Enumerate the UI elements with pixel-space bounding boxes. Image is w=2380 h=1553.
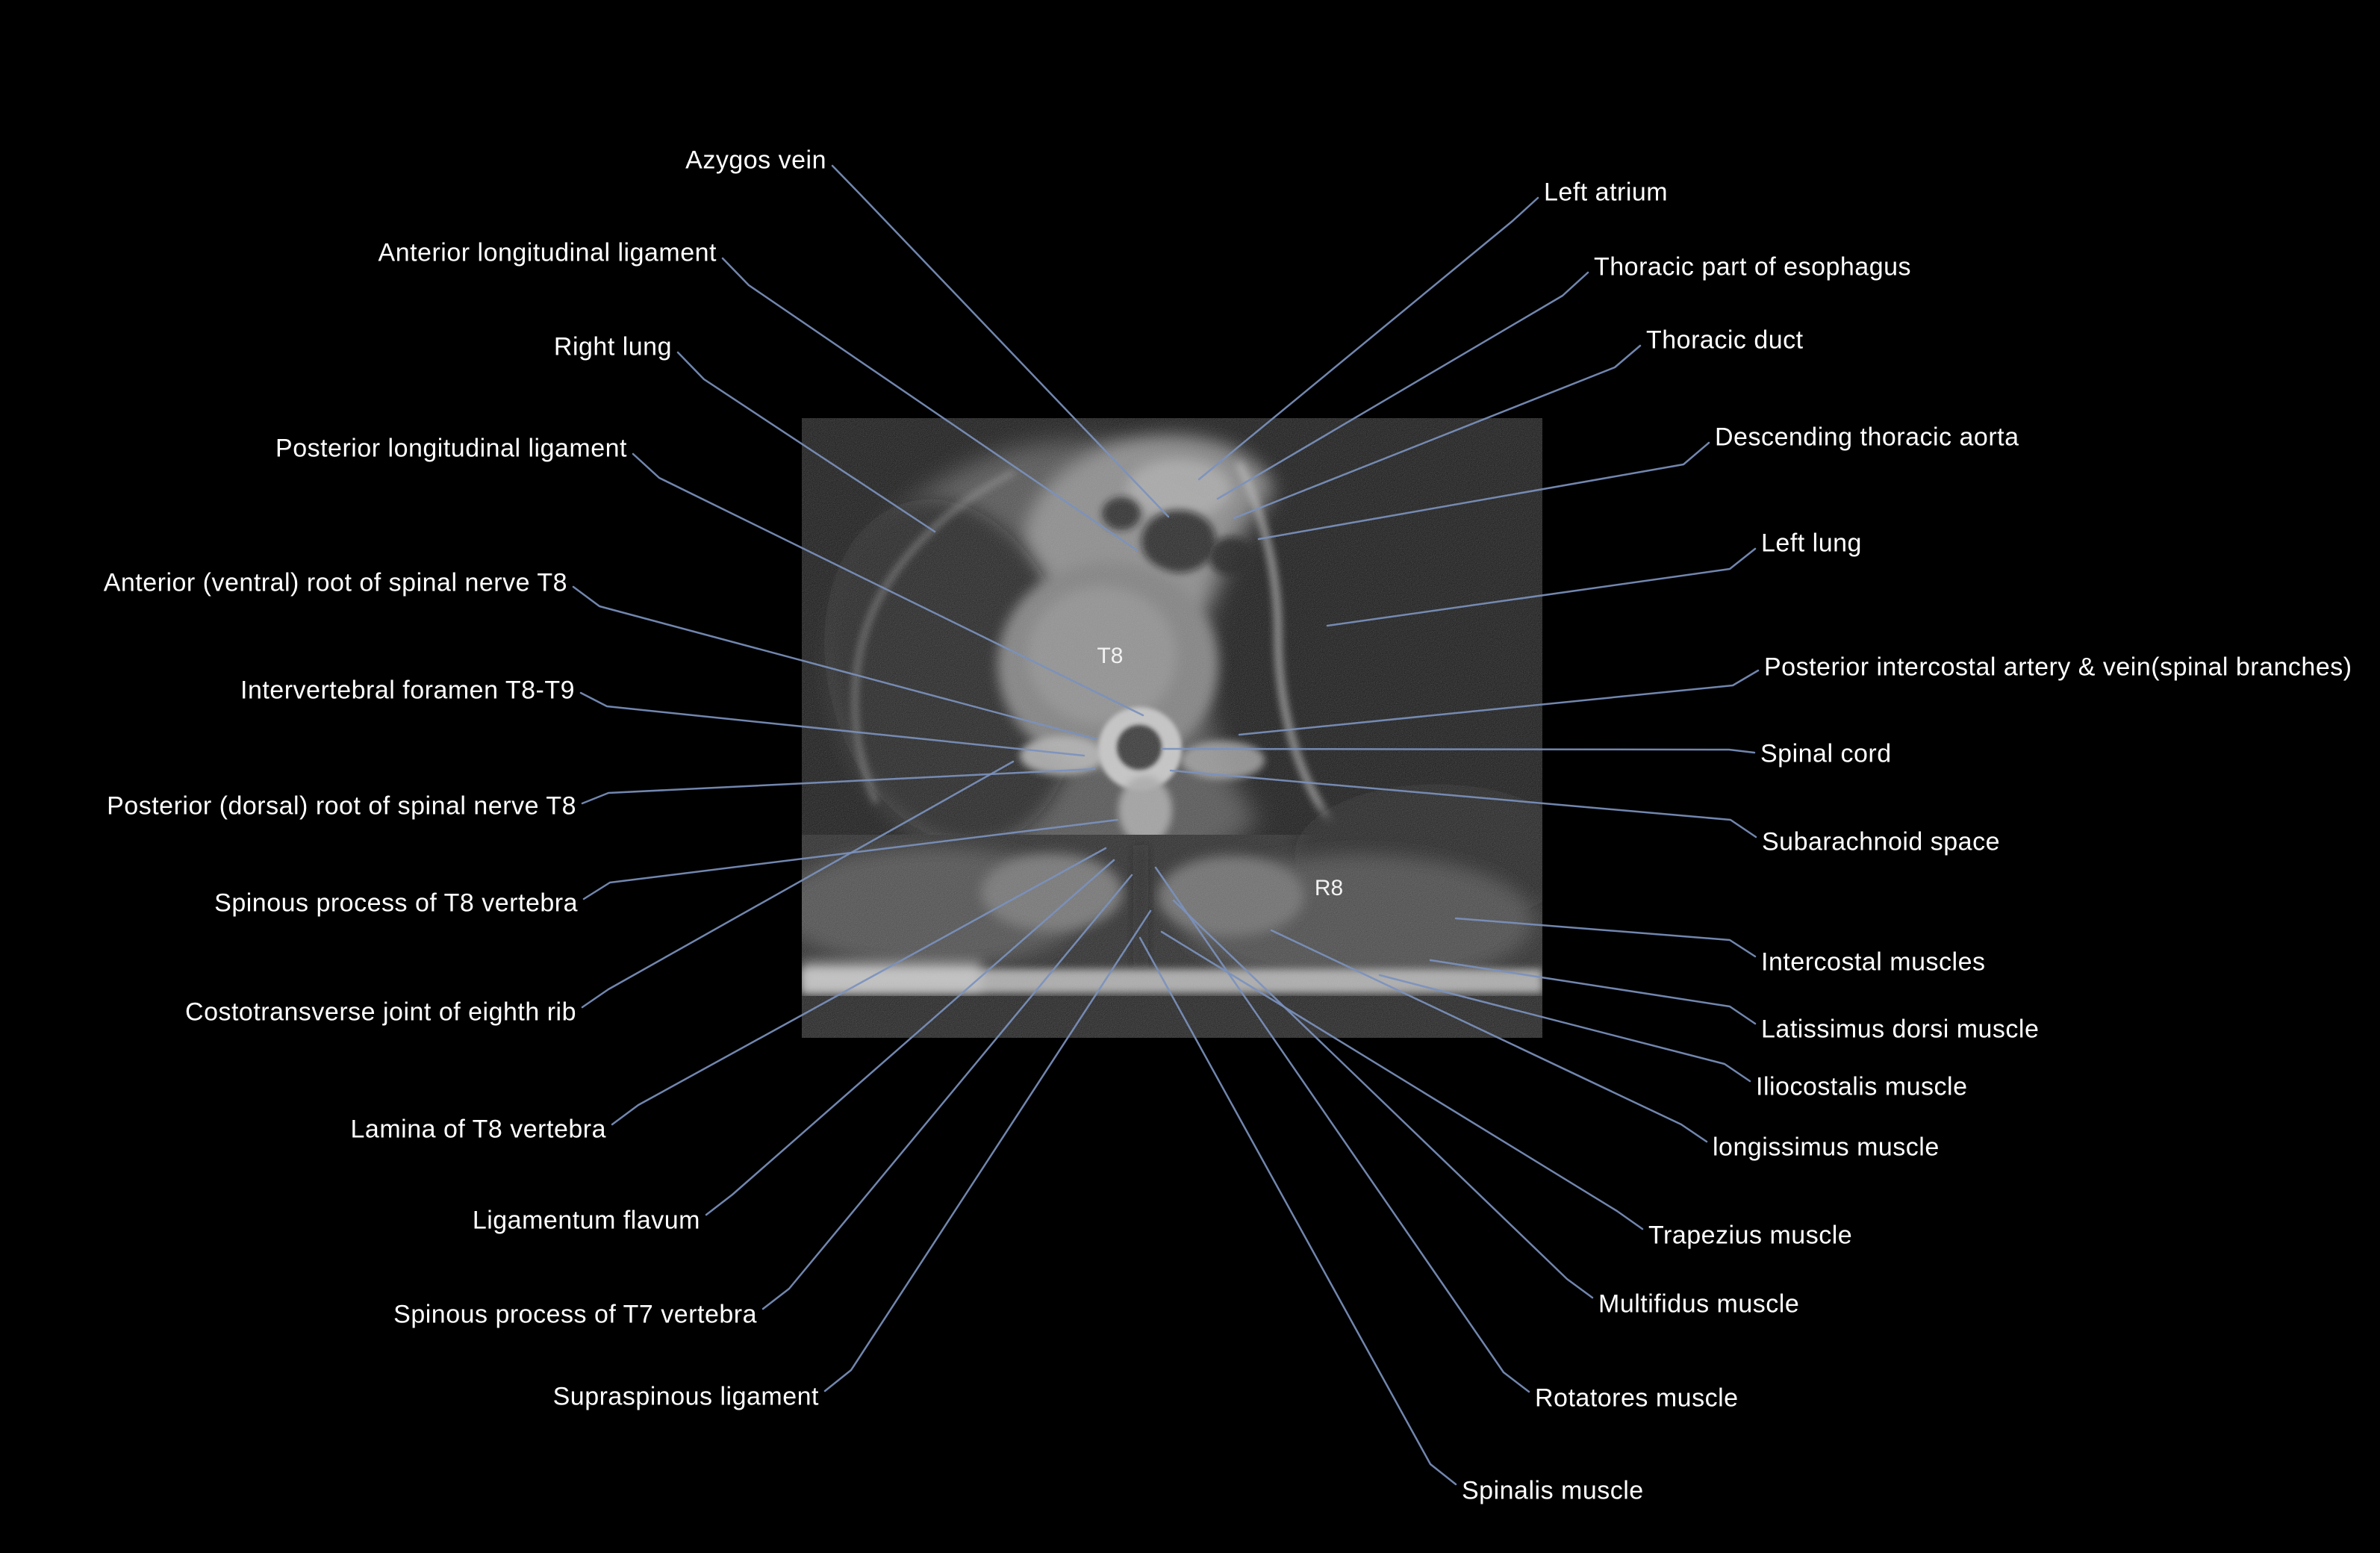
- label-azygos-vein: Azygos vein: [685, 146, 826, 175]
- label-intercostal-muscles: Intercostal muscles: [1761, 947, 1986, 977]
- label-rotatores-muscle: Rotatores muscle: [1535, 1384, 1739, 1413]
- label-descending-thoracic-aorta: Descending thoracic aorta: [1715, 423, 2019, 452]
- label-subarachnoid-space: Subarachnoid space: [1762, 827, 2001, 856]
- label-iliocostalis-muscle: Iliocostalis muscle: [1756, 1072, 1968, 1101]
- label-posterior-root-spinal-nerve-t8: Posterior (dorsal) root of spinal nerve …: [107, 791, 576, 821]
- label-right-lung: Right lung: [553, 332, 672, 361]
- label-spinous-process-t7: Spinous process of T7 vertebra: [393, 1300, 757, 1329]
- label-thoracic-duct: Thoracic duct: [1646, 326, 1804, 355]
- label-posterior-longitudinal-ligament: Posterior longitudinal ligament: [275, 434, 627, 463]
- label-spinal-cord: Spinal cord: [1760, 739, 1892, 768]
- label-left-atrium: Left atrium: [1544, 178, 1669, 207]
- label-spinous-process-t8: Spinous process of T8 vertebra: [214, 888, 578, 918]
- label-ligamentum-flavum: Ligamentum flavum: [472, 1206, 700, 1235]
- label-costotransverse-joint-eighth-rib: Costotransverse joint of eighth rib: [185, 998, 576, 1027]
- label-anterior-root-spinal-nerve-t8: Anterior (ventral) root of spinal nerve …: [103, 568, 567, 597]
- label-latissimus-dorsi-muscle: Latissimus dorsi muscle: [1761, 1015, 2040, 1044]
- label-supraspinous-ligament: Supraspinous ligament: [552, 1382, 819, 1411]
- label-longissimus-muscle: longissimus muscle: [1713, 1133, 1940, 1162]
- label-multifidus-muscle: Multifidus muscle: [1598, 1289, 1800, 1319]
- label-left-lung: Left lung: [1761, 529, 1862, 558]
- label-trapezius-muscle: Trapezius muscle: [1648, 1221, 1853, 1250]
- label-posterior-intercostal-artery-vein: Posterior intercostal artery & vein(spin…: [1764, 653, 2352, 682]
- label-anterior-longitudinal-ligament: Anterior longitudinal ligament: [378, 238, 717, 267]
- label-thoracic-part-of-esophagus: Thoracic part of esophagus: [1594, 252, 1912, 281]
- label-spinalis-muscle: Spinalis muscle: [1462, 1476, 1644, 1505]
- label-lamina-t8: Lamina of T8 vertebra: [350, 1115, 606, 1144]
- label-intervertebral-foramen-t8-t9: Intervertebral foramen T8-T9: [240, 676, 575, 705]
